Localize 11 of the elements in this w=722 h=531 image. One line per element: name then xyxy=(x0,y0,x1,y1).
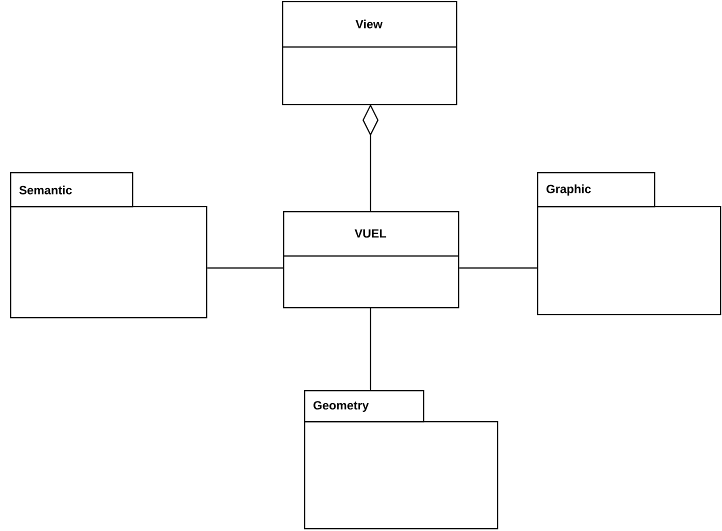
connector xyxy=(459,267,537,269)
connector xyxy=(207,267,284,269)
package-box: Geometry xyxy=(304,390,498,530)
package-box: Graphic xyxy=(537,172,722,316)
node-label: Graphic xyxy=(546,184,591,196)
node-label: Semantic xyxy=(19,186,72,194)
class-box: VUEL xyxy=(283,211,460,308)
package-box: Semantic xyxy=(10,172,208,318)
node-label: Geometry xyxy=(314,401,369,412)
connector xyxy=(370,307,372,390)
class-box: View xyxy=(282,0,458,106)
